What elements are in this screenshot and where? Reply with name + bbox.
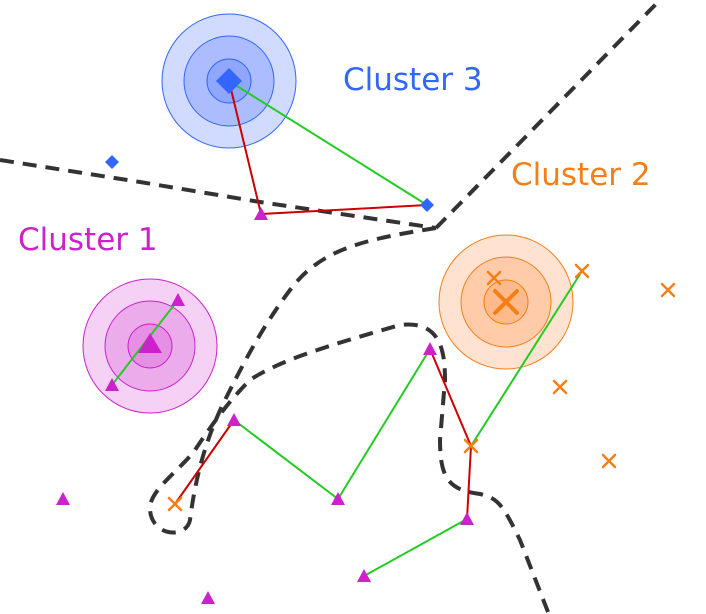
diamond-point <box>105 155 119 169</box>
triangle-point <box>423 342 437 355</box>
link <box>429 348 472 447</box>
triangle-point <box>460 512 474 525</box>
triangle-point <box>357 569 371 582</box>
x-point <box>552 379 568 395</box>
x-point <box>167 496 183 512</box>
boundary-center-loop <box>147 226 550 613</box>
x-point <box>574 263 590 279</box>
triangle-point <box>227 413 241 426</box>
triangle-point <box>171 293 185 306</box>
cluster-3-centroid-diamond <box>216 68 242 94</box>
x-point <box>486 270 502 286</box>
decision-boundaries <box>0 0 662 613</box>
triangle-point <box>254 207 268 220</box>
red-links <box>174 80 472 520</box>
cluster-2-centroid-x <box>493 289 519 315</box>
cluster-1-centroid-triangle <box>138 333 162 353</box>
boundary-upper-right <box>434 0 662 230</box>
cluster-2-label: Cluster 2 <box>511 157 651 193</box>
x-point <box>660 282 676 298</box>
boundary-upper-left <box>0 158 437 230</box>
x-point <box>463 438 479 454</box>
link <box>337 348 431 500</box>
triangle-point <box>201 591 215 604</box>
link <box>228 80 262 215</box>
triangle-point <box>105 378 119 391</box>
link <box>228 80 428 206</box>
cluster-1-label: Cluster 1 <box>18 222 158 258</box>
link <box>466 445 472 520</box>
link <box>363 518 468 577</box>
link <box>174 419 235 505</box>
x-point <box>601 453 617 469</box>
cluster-1-points <box>56 207 474 604</box>
link <box>260 204 428 215</box>
cluster-3-points <box>105 68 434 212</box>
link <box>470 270 583 447</box>
cluster-3-label: Cluster 3 <box>343 62 483 98</box>
triangle-point <box>331 492 345 505</box>
diamond-point <box>420 198 434 212</box>
cluster-2-points <box>167 263 676 512</box>
link <box>233 419 339 500</box>
triangle-point <box>56 492 70 505</box>
